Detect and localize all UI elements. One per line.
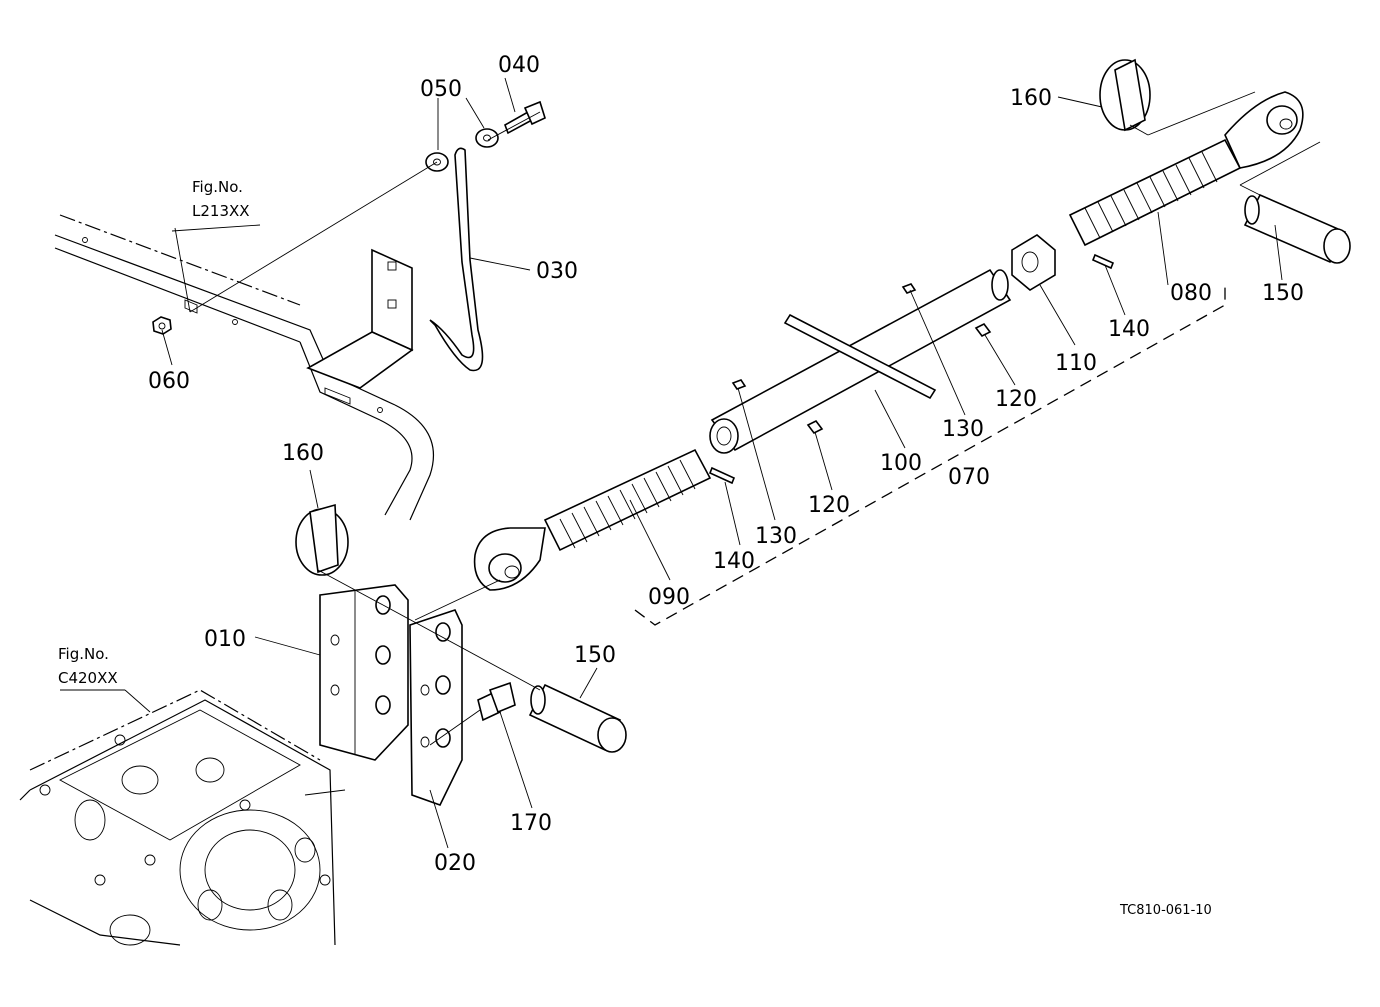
callout-010: 010 bbox=[204, 627, 246, 652]
figure-ref-c420-line1: Fig.No. bbox=[58, 645, 109, 663]
linch-pin-top bbox=[1099, 58, 1151, 132]
callout-labels: 040 050 030 060 160 080 150 140 110 120 … bbox=[148, 53, 1304, 876]
callout-140-bottom: 140 bbox=[713, 549, 755, 574]
callout-100: 100 bbox=[880, 451, 922, 476]
callout-060: 060 bbox=[148, 369, 190, 394]
figure-ref-l213-line2: L213XX bbox=[192, 202, 250, 220]
nut-060 bbox=[152, 316, 172, 335]
callout-040: 040 bbox=[498, 53, 540, 78]
transmission-housing bbox=[19, 689, 336, 946]
bracket-020 bbox=[409, 609, 463, 806]
lock-nut bbox=[1011, 234, 1056, 291]
callout-110: 110 bbox=[1055, 351, 1097, 376]
hook-rod bbox=[429, 147, 484, 372]
drawing-code: TC810-061-10 bbox=[1119, 903, 1212, 918]
pin-bottom bbox=[528, 683, 627, 753]
figure-ref-l213: Fig.No. L213XX bbox=[192, 178, 250, 220]
callout-120-bottom: 120 bbox=[808, 493, 850, 518]
callout-070: 070 bbox=[948, 465, 990, 490]
callout-170: 170 bbox=[510, 811, 552, 836]
callout-130-bottom: 130 bbox=[755, 524, 797, 549]
handle-bar bbox=[783, 313, 937, 400]
callout-150-bottom: 150 bbox=[574, 643, 616, 668]
fittings bbox=[731, 283, 992, 435]
bracket-010 bbox=[319, 584, 409, 761]
callout-140-top: 140 bbox=[1108, 317, 1150, 342]
callout-050: 050 bbox=[420, 77, 462, 102]
callout-leaders bbox=[60, 77, 1283, 849]
bolt-170 bbox=[477, 681, 516, 722]
callout-150-top: 150 bbox=[1262, 281, 1304, 306]
leader-lines bbox=[189, 91, 1321, 796]
top-link-right-end bbox=[1068, 91, 1304, 247]
callout-080: 080 bbox=[1170, 281, 1212, 306]
callout-120-top: 120 bbox=[995, 387, 1037, 412]
figure-ref-c420: Fig.No. C420XX bbox=[58, 645, 118, 687]
callout-020: 020 bbox=[434, 851, 476, 876]
spring-pin-right bbox=[1091, 253, 1115, 270]
spring-pin-left bbox=[708, 466, 736, 485]
top-link-left-end bbox=[473, 448, 712, 591]
callout-090: 090 bbox=[648, 585, 690, 610]
washers-and-bolt bbox=[425, 100, 546, 172]
figure-ref-c420-line2: C420XX bbox=[58, 669, 118, 687]
frame-bracket bbox=[306, 248, 414, 389]
callout-160-bottom: 160 bbox=[282, 441, 324, 466]
linch-pin-bottom bbox=[295, 503, 349, 576]
callout-130-top: 130 bbox=[942, 417, 984, 442]
figure-ref-l213-line1: Fig.No. bbox=[192, 178, 243, 196]
callout-160-top: 160 bbox=[1010, 86, 1052, 111]
pin-top bbox=[1243, 193, 1351, 264]
upper-frame bbox=[54, 214, 434, 521]
callout-030: 030 bbox=[536, 259, 578, 284]
